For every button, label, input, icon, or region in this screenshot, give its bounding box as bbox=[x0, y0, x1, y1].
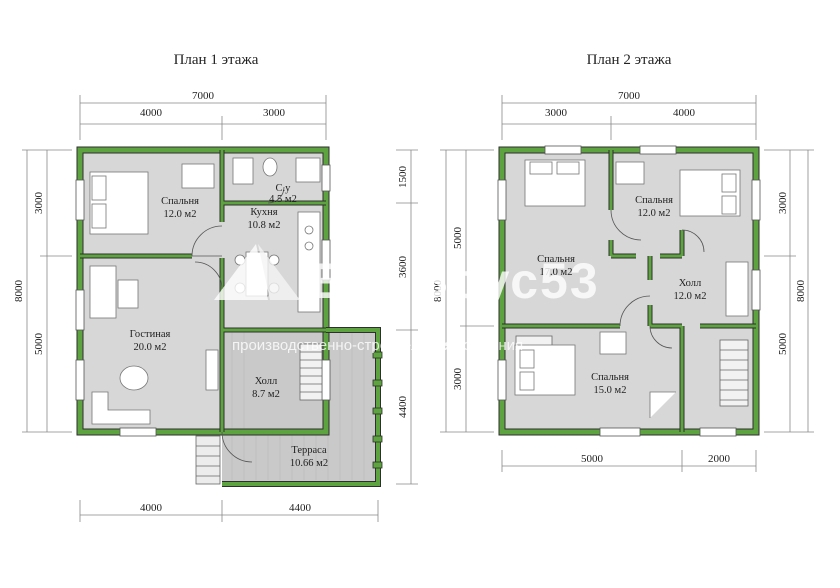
room-name: Холл bbox=[679, 278, 702, 289]
plan-2-inner-walls bbox=[502, 150, 756, 432]
room-name: Гостиная bbox=[130, 329, 171, 340]
room-area: 15.0 м2 bbox=[594, 385, 627, 396]
dim-top-total: 7000 bbox=[192, 90, 215, 102]
room-name: Спальня bbox=[635, 195, 673, 206]
dim-left-top: 5000 bbox=[452, 227, 464, 250]
dim-top-left: 4000 bbox=[140, 107, 163, 119]
dim-left-total: 8000 bbox=[432, 280, 444, 303]
room-name: С.у bbox=[276, 183, 292, 194]
watermark-logo-icon bbox=[214, 244, 300, 300]
room-area: 20.0 м2 bbox=[134, 342, 167, 353]
dim-right-top: 3000 bbox=[777, 192, 789, 215]
shower-icon bbox=[232, 157, 254, 185]
desk-icon bbox=[615, 161, 645, 185]
plan-1-dimension-lines bbox=[22, 95, 418, 522]
sink-icon bbox=[295, 157, 321, 183]
plan-2-doors bbox=[610, 209, 705, 349]
watermark-name: ЕльБрус53 bbox=[310, 253, 600, 309]
room-area: 10.66 м2 bbox=[290, 458, 328, 469]
terrace-posts bbox=[372, 351, 383, 469]
room-area: 12.0 м2 bbox=[638, 208, 671, 219]
dim-left-total: 8000 bbox=[13, 280, 25, 303]
watermark: ЕльБрус53 производственно-строительная к… bbox=[214, 244, 600, 354]
armchair-icon bbox=[649, 391, 676, 418]
watermark-tagline: производственно-строительная компания bbox=[232, 337, 523, 354]
dim-right-total: 8000 bbox=[795, 280, 807, 303]
dim-left-top: 3000 bbox=[33, 192, 45, 215]
dim-bottom-right: 4400 bbox=[289, 502, 312, 514]
desk-icon bbox=[181, 163, 215, 189]
plan-2-windows bbox=[497, 145, 761, 437]
dim-left-bottom: 5000 bbox=[33, 333, 45, 356]
dim-right-c: 4400 bbox=[397, 396, 409, 419]
sofa-icon bbox=[89, 265, 117, 319]
sofa-icon bbox=[725, 261, 749, 317]
toilet-icon bbox=[262, 157, 278, 177]
dim-bottom-left: 5000 bbox=[581, 453, 604, 465]
room-name: Кухня bbox=[250, 207, 277, 218]
plan-2-furniture bbox=[514, 159, 749, 418]
coffee-table-icon bbox=[117, 279, 139, 309]
plan-1-windows bbox=[75, 164, 331, 437]
room-name: Спальня bbox=[537, 254, 575, 265]
plan-1-title: План 1 этажа bbox=[174, 52, 259, 68]
room-name: Холл bbox=[255, 376, 278, 387]
plan-2-title: План 2 этажа bbox=[587, 52, 672, 68]
dim-right-b: 3600 bbox=[397, 256, 409, 279]
dim-left-bottom: 3000 bbox=[452, 368, 464, 391]
dim-bottom-right: 2000 bbox=[708, 453, 731, 465]
room-area: 12.0 м2 bbox=[164, 209, 197, 220]
room-area: 12.0 м2 bbox=[674, 291, 707, 302]
hall-stairs bbox=[299, 343, 323, 401]
dim-top-left: 3000 bbox=[545, 107, 568, 119]
room-area: 8.7 м2 bbox=[252, 389, 280, 400]
plan-2-dimension-lines bbox=[440, 95, 814, 472]
dim-bottom-left: 4000 bbox=[140, 502, 163, 514]
kitchen-counter-icon bbox=[297, 211, 321, 313]
dim-right-a: 1500 bbox=[397, 166, 409, 189]
plan-1-doors bbox=[191, 186, 285, 463]
room-name: Терраса bbox=[291, 445, 327, 456]
round-table-icon bbox=[119, 365, 149, 391]
tv-stand-icon bbox=[205, 349, 219, 391]
dim-top-right: 4000 bbox=[673, 107, 696, 119]
room-area: 4.5 м2 bbox=[269, 194, 297, 205]
terrace-railing bbox=[222, 328, 380, 486]
dim-top-total: 7000 bbox=[618, 90, 641, 102]
room-area: 17.0 м2 bbox=[540, 267, 573, 278]
dim-top-right: 3000 bbox=[263, 107, 286, 119]
room-name: Спальня bbox=[591, 372, 629, 383]
entry-stairs bbox=[195, 435, 221, 485]
dim-right-bottom: 5000 bbox=[777, 333, 789, 356]
room-name: Спальня bbox=[161, 196, 199, 207]
plan-1: План 1 этажа 7000 4000 3000 8000 3000 50… bbox=[13, 52, 418, 522]
plan-2: План 2 этажа 7000 3000 4000 8000 5000 30… bbox=[432, 52, 814, 472]
corner-sofa-icon bbox=[91, 391, 151, 425]
desk-icon bbox=[599, 331, 627, 355]
room-area: 10.8 м2 bbox=[248, 220, 281, 231]
